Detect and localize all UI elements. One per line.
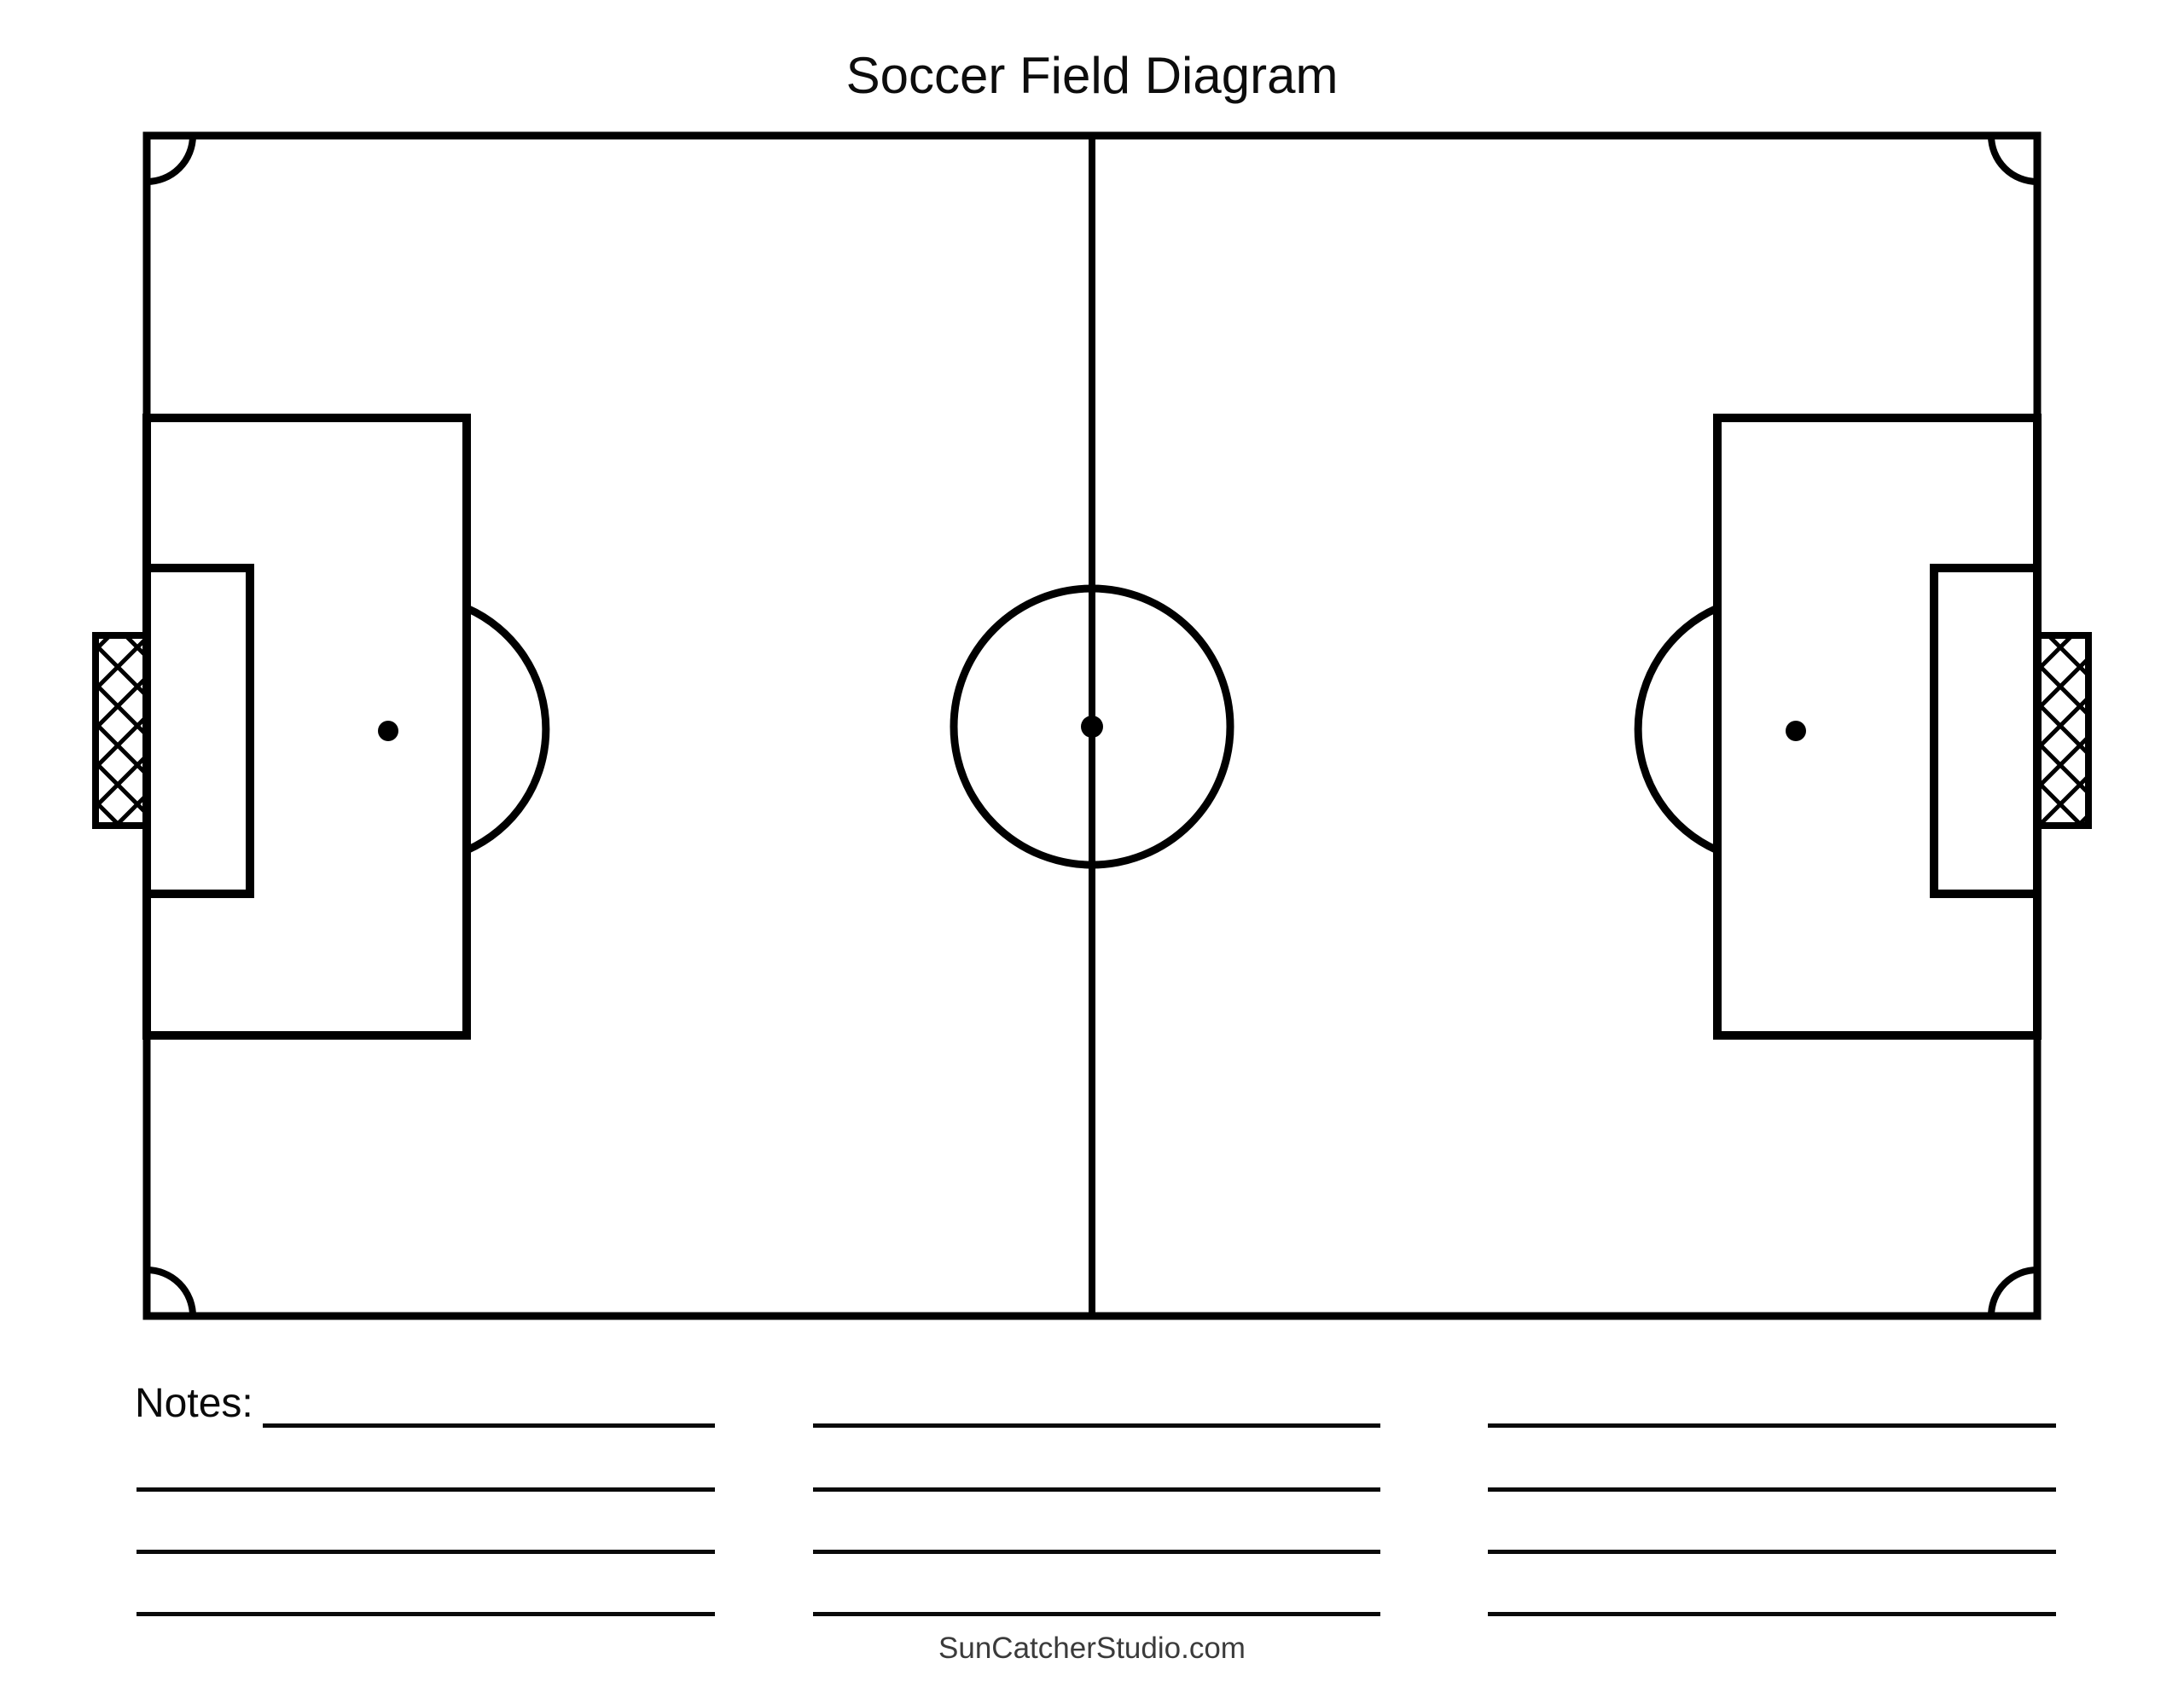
corner-arc-bottom-right — [1988, 1267, 2038, 1317]
notes-label: Notes: — [135, 1381, 253, 1426]
notes-line — [813, 1550, 1380, 1554]
corner-arc-bottom-left — [146, 1267, 196, 1317]
center-circle — [950, 584, 1234, 869]
notes-line — [1488, 1550, 2056, 1554]
penalty-arc-right — [1634, 604, 1719, 855]
corner-arc-top-right — [1988, 135, 2038, 185]
goal-left — [92, 632, 150, 829]
notes-line — [263, 1423, 715, 1428]
notes-line — [813, 1612, 1380, 1616]
notes-line — [136, 1612, 715, 1616]
notes-line — [813, 1487, 1380, 1492]
notes-line — [813, 1423, 1380, 1428]
notes-line — [1488, 1423, 2056, 1428]
goal-right — [2034, 632, 2092, 829]
goal-area-left — [142, 564, 254, 898]
notes-line — [1488, 1612, 2056, 1616]
page-title: Soccer Field Diagram — [845, 47, 1339, 104]
center-spot — [1081, 716, 1103, 738]
notes-line — [136, 1487, 715, 1492]
watermark-text: SunCatcherStudio.com — [938, 1632, 1246, 1665]
goal-area-right — [1930, 564, 2042, 898]
penalty-spot-left — [378, 721, 398, 741]
notes-line — [1488, 1487, 2056, 1492]
penalty-arc-left — [465, 604, 550, 855]
penalty-spot-right — [1786, 721, 1806, 741]
notes-line — [136, 1550, 715, 1554]
corner-arc-top-left — [146, 135, 196, 185]
